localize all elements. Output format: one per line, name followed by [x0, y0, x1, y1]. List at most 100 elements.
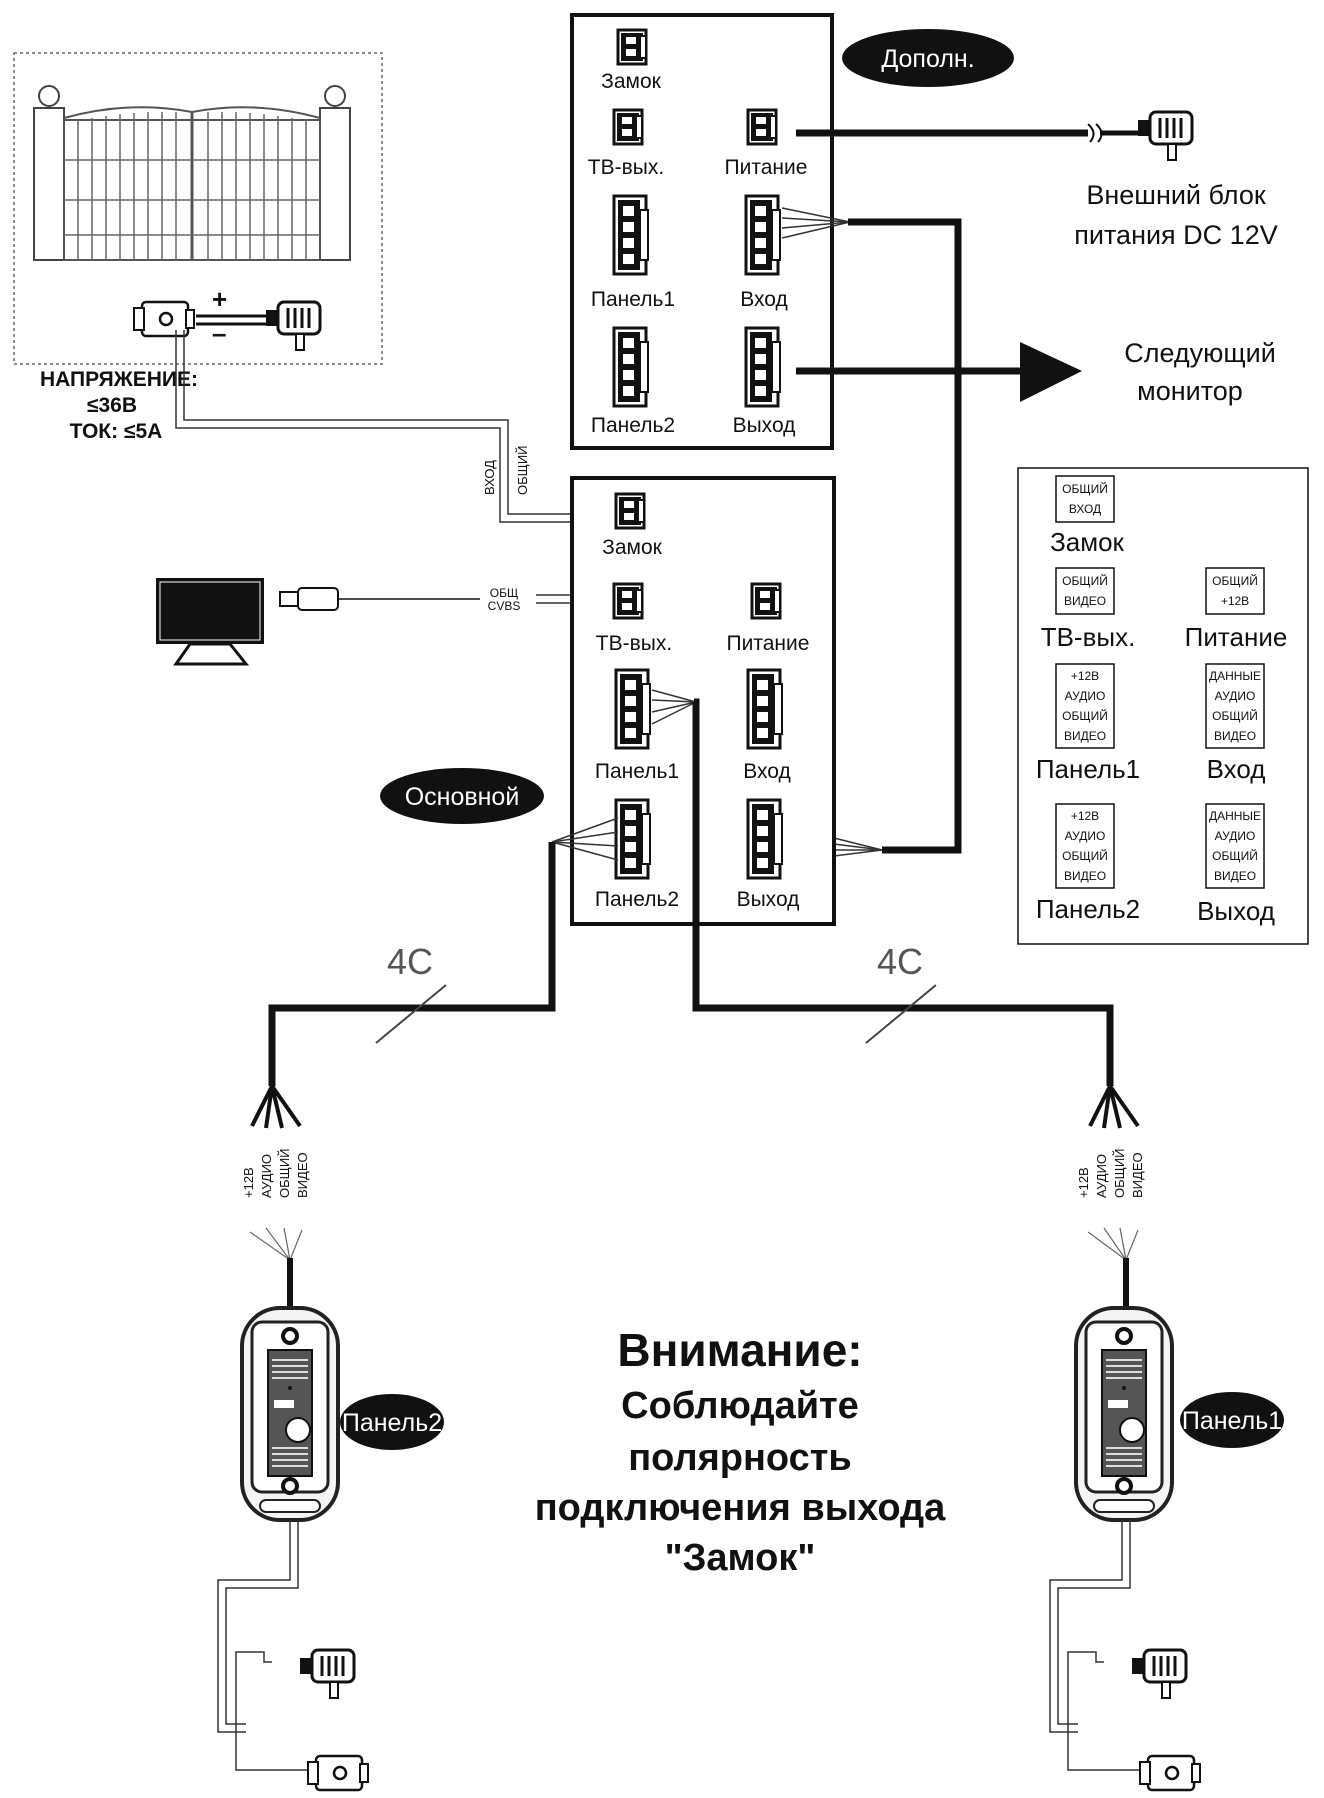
main-power-label: Питание: [727, 632, 810, 655]
legend-panel2-pin2: АУДИО: [1065, 829, 1106, 843]
legend-panel2-pin4: ВИДЕО: [1064, 869, 1106, 883]
attention-line4: "Замок": [665, 1537, 816, 1579]
extra-power-label: Питание: [725, 156, 808, 179]
left-wire-label-audio: АУДИО: [259, 1154, 274, 1198]
next-monitor-line2: монитор: [1137, 376, 1243, 406]
voltage-label: НАПРЯЖЕНИЕ:: [40, 368, 198, 391]
extra-input-connector: [744, 194, 782, 276]
main-output-connector: [746, 798, 784, 880]
legend-power-name: Питание: [1185, 622, 1288, 652]
tv-wire-cvbs-label: CVBS: [488, 599, 521, 613]
minus-sign: –: [212, 318, 226, 348]
legend-output-name: Выход: [1197, 896, 1275, 926]
right-wire-label-video: ВИДЕО: [1130, 1152, 1145, 1198]
next-monitor-arrow-icon: [1020, 342, 1082, 402]
left-wire-label-video: ВИДЕО: [295, 1152, 310, 1198]
legend-lock-name: Замок: [1050, 527, 1124, 557]
legend-power-pin1: ОБЩИЙ: [1212, 573, 1258, 588]
current-label: ТОК: ≤5А: [70, 420, 163, 443]
right-door-panel: [1074, 1306, 1174, 1522]
extra-tvout-label: ТВ-вых.: [588, 156, 664, 179]
extra-output-connector: [744, 326, 782, 408]
svg-text:Дополн.: Дополн.: [881, 45, 974, 73]
left-panel-lock-icon: [306, 1754, 370, 1792]
main-lock-connector: [614, 492, 646, 530]
main-output-label: Выход: [737, 888, 800, 911]
legend-panel1-pin2: АУДИО: [1065, 689, 1106, 703]
right-wire-label-12v: +12В: [1076, 1167, 1091, 1198]
legend-panel2-name: Панель2: [1036, 894, 1140, 924]
legend-input-pin1: ДАННЫЕ: [1209, 669, 1261, 683]
attention-line2: полярность: [628, 1437, 852, 1479]
legend-panel2-pin1: +12В: [1071, 809, 1099, 823]
cable-left-slash: [375, 984, 447, 1044]
legend-panel2-pin3: ОБЩИЙ: [1062, 848, 1108, 863]
left-wire-label-common: ОБЩИЙ: [277, 1148, 292, 1198]
svg-text:Панель2: Панель2: [342, 1409, 442, 1437]
legend-input-name: Вход: [1207, 754, 1266, 784]
main-tvout-connector: [612, 582, 644, 620]
extra-panel2-label: Панель2: [591, 414, 675, 437]
legend-panel1-name: Панель1: [1036, 754, 1140, 784]
power-supply-plug-icon: [1136, 110, 1194, 162]
attention-line3: подключения выхода: [535, 1487, 946, 1529]
right-panel-badge: Панель1: [1180, 1392, 1284, 1448]
main-lock-label: Замок: [602, 536, 662, 559]
gate-lock: [132, 300, 196, 338]
legend-lock-pin2: ВХОД: [1069, 502, 1101, 516]
cable-right-slash: [865, 984, 937, 1044]
main-power-connector: [750, 582, 782, 620]
right-wire-label-audio: АУДИО: [1094, 1154, 1109, 1198]
svg-text:Панель1: Панель1: [1182, 1407, 1282, 1435]
legend-input-pin4: ВИДЕО: [1214, 729, 1256, 743]
gate-frame: [13, 52, 383, 365]
legend-panel1-pin3: ОБЩИЙ: [1062, 708, 1108, 723]
extra-panel1-label: Панель1: [591, 288, 675, 311]
legend-tvout-name: ТВ-вых.: [1041, 622, 1136, 652]
legend-input-pin2: АУДИО: [1215, 689, 1256, 703]
tv-wire-common-label: ОБЩ: [490, 586, 518, 600]
left-wire-label-12v: +12В: [241, 1167, 256, 1198]
right-wire-fanout: [1088, 1084, 1140, 1129]
tv-icon: [156, 578, 264, 666]
legend-tvout-pin2: ВИДЕО: [1064, 594, 1106, 608]
legend-input-pin3: ОБЩИЙ: [1212, 708, 1258, 723]
extra-output-label: Выход: [733, 414, 796, 437]
panel2-cable: [268, 817, 619, 1086]
main-tvout-label: ТВ-вых.: [596, 632, 672, 655]
extra-lock-label: Замок: [601, 70, 661, 93]
extra-input-label: Вход: [740, 288, 788, 311]
left-wire-fanout: [250, 1084, 302, 1129]
extra-lock-connector: [616, 28, 648, 66]
main-monitor-badge: Основной: [380, 768, 544, 824]
right-panel-plug-icon: [1130, 1648, 1188, 1700]
legend-output-pin4: ВИДЕО: [1214, 869, 1256, 883]
legend-output-pin1: ДАННЫЕ: [1209, 809, 1261, 823]
right-panel-lock-icon: [1138, 1754, 1202, 1792]
left-door-panel: [240, 1306, 340, 1522]
legend-tvout-pin1: ОБЩИЙ: [1062, 573, 1108, 588]
main-input-connector: [746, 668, 784, 750]
left-panel-plug-icon: [298, 1648, 356, 1700]
next-monitor-line1: Следующий: [1124, 338, 1276, 368]
panel1-cable: [651, 689, 1114, 1086]
main-panel1-connector: [614, 668, 652, 750]
extra-panel1-connector: [612, 194, 650, 276]
extra-power-connector: [746, 108, 778, 146]
left-panel-badge: Панель2: [340, 1394, 444, 1450]
power-supply-line2: питания DC 12V: [1074, 220, 1277, 250]
gate-plug-icon: [264, 300, 322, 352]
legend-panel1-pin4: ВИДЕО: [1064, 729, 1106, 743]
legend-output-pin3: ОБЩИЙ: [1212, 848, 1258, 863]
main-input-label: Вход: [743, 760, 791, 783]
voltage-value: ≤36В: [87, 394, 137, 417]
legend-panel1-pin1: +12В: [1071, 669, 1099, 683]
extra-panel2-connector: [612, 326, 650, 408]
legend-lock-pin1: ОБЩИЙ: [1062, 481, 1108, 496]
main-panel2-label: Панель2: [595, 888, 679, 911]
legend-power-pin2: +12В: [1221, 594, 1249, 608]
legend-output-pin2: АУДИО: [1215, 829, 1256, 843]
cable-right-label: 4C: [877, 941, 923, 982]
